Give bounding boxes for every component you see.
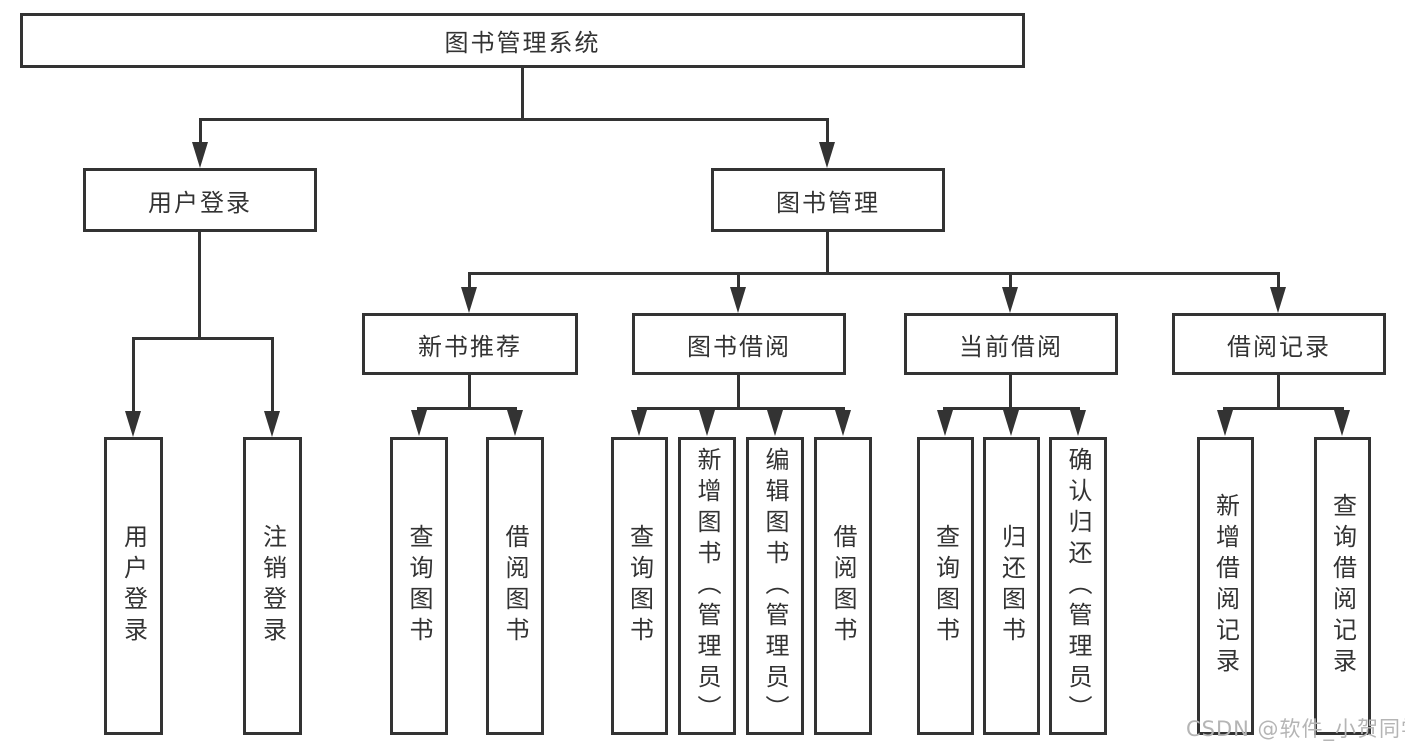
node-label: 新增借阅记录 xyxy=(1211,493,1240,679)
node-label: 图书管理 xyxy=(776,188,880,217)
node-label: 编辑图书（管理员） xyxy=(761,446,789,726)
connector-rail xyxy=(468,272,1280,275)
connector-drop xyxy=(132,337,135,411)
arrow-down-icon xyxy=(730,287,746,313)
node-label: 新书推荐 xyxy=(418,332,522,361)
connector-rail xyxy=(1223,407,1344,410)
arrow-down-icon xyxy=(1270,287,1286,313)
node-label: 图书借阅 xyxy=(687,332,791,361)
connector-drop xyxy=(199,118,202,144)
node-borrow-books-newbook: 借阅图书 xyxy=(486,437,544,735)
arrow-down-icon xyxy=(1003,410,1019,436)
connector-rail xyxy=(943,407,1080,410)
arrow-down-icon xyxy=(631,410,647,436)
connector-root-rail xyxy=(199,118,829,121)
node-book-management: 图书管理 xyxy=(711,168,945,232)
node-label: 注销登录 xyxy=(258,524,287,648)
node-confirm-return-admin: 确认归还（管理员） xyxy=(1049,437,1107,735)
node-user-login: 用户登录 xyxy=(83,168,317,232)
connector-root-stem xyxy=(521,68,524,120)
node-query-books-borrowing: 查询图书 xyxy=(611,437,668,735)
node-add-borrow-record: 新增借阅记录 xyxy=(1197,437,1254,735)
connector-stem xyxy=(1277,375,1280,409)
connector-drop xyxy=(1009,272,1012,288)
connector-rail xyxy=(637,407,845,410)
node-add-books-admin: 新增图书（管理员） xyxy=(678,437,736,735)
node-new-book-recommendation: 新书推荐 xyxy=(362,313,578,375)
connector-stem xyxy=(826,232,829,272)
node-logout-login: 注销登录 xyxy=(243,437,302,735)
arrow-down-icon xyxy=(264,411,280,437)
node-label: 当前借阅 xyxy=(959,332,1063,361)
connector-stem xyxy=(468,375,471,409)
node-label: 归还图书 xyxy=(997,524,1026,648)
node-label: 借阅图书 xyxy=(829,524,857,648)
arrow-down-icon xyxy=(411,410,427,436)
node-label: 借阅图书 xyxy=(501,524,529,648)
arrow-down-icon xyxy=(1070,410,1086,436)
arrow-down-icon xyxy=(1334,410,1350,436)
arrow-down-icon xyxy=(507,410,523,436)
node-current-borrowing: 当前借阅 xyxy=(904,313,1118,375)
connector-drop xyxy=(468,272,471,288)
node-label: 查询图书 xyxy=(931,524,960,648)
node-book-borrowing: 图书借阅 xyxy=(632,313,846,375)
node-borrowing-records: 借阅记录 xyxy=(1172,313,1386,375)
connector-stem xyxy=(198,232,201,337)
node-library-management-system: 图书管理系统 xyxy=(20,13,1025,68)
node-label: 用户登录 xyxy=(119,524,148,648)
arrow-down-icon xyxy=(125,411,141,437)
arrow-down-icon xyxy=(835,410,851,436)
node-label: 借阅记录 xyxy=(1227,332,1331,361)
arrow-down-icon xyxy=(1002,287,1018,313)
connector-drop xyxy=(1277,272,1280,288)
node-query-borrow-record: 查询借阅记录 xyxy=(1314,437,1371,735)
connector-drop xyxy=(271,337,274,411)
node-label: 确认归还（管理员） xyxy=(1064,446,1092,726)
node-label: 查询图书 xyxy=(625,524,654,648)
node-label: 用户登录 xyxy=(148,188,252,217)
connector-rail xyxy=(132,337,274,340)
node-query-books-newbook: 查询图书 xyxy=(390,437,448,735)
node-edit-books-admin: 编辑图书（管理员） xyxy=(746,437,804,735)
connector-drop xyxy=(737,272,740,288)
connector-drop xyxy=(826,118,829,144)
node-label: 查询借阅记录 xyxy=(1328,493,1357,679)
connector-stem xyxy=(1009,375,1012,409)
csdn-watermark: CSDN @软件_小贺同学 xyxy=(1186,717,1405,741)
arrow-down-icon xyxy=(699,410,715,436)
node-label: 查询图书 xyxy=(405,524,433,648)
arrow-down-icon xyxy=(819,142,835,168)
node-borrow-books-borrowing: 借阅图书 xyxy=(814,437,872,735)
node-label: 新增图书（管理员） xyxy=(693,446,721,726)
arrow-down-icon xyxy=(767,410,783,436)
node-label: 图书管理系统 xyxy=(444,29,601,57)
arrow-down-icon xyxy=(937,410,953,436)
node-query-books-current: 查询图书 xyxy=(917,437,974,735)
connector-stem xyxy=(737,375,740,409)
arrow-down-icon xyxy=(461,287,477,313)
node-return-books: 归还图书 xyxy=(983,437,1040,735)
connector-rail xyxy=(417,407,517,410)
arrow-down-icon xyxy=(1217,410,1233,436)
arrow-down-icon xyxy=(192,142,208,168)
node-user-login-leaf: 用户登录 xyxy=(104,437,163,735)
